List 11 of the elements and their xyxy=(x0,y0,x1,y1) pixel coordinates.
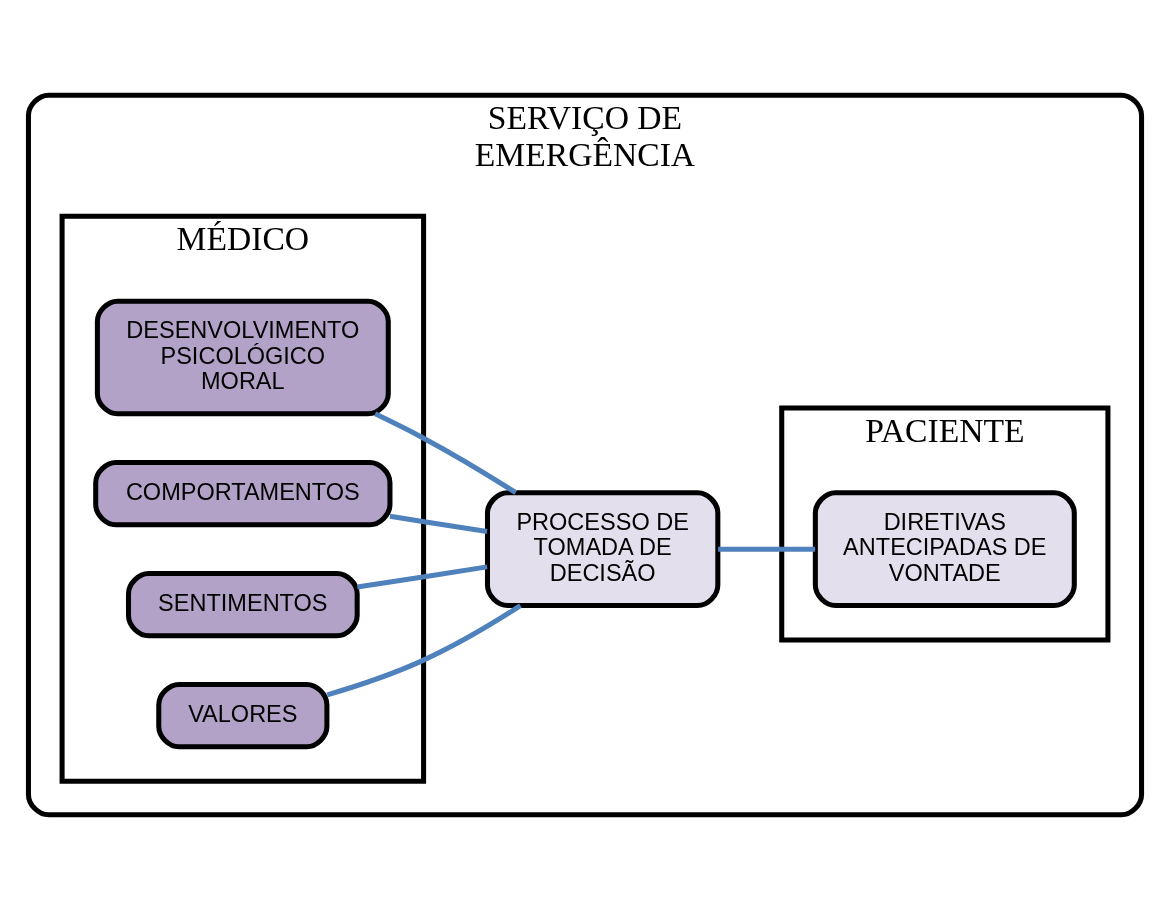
node-box: DIRETIVAS ANTECIPADAS DE VONTADE xyxy=(812,490,1077,608)
node-box: PROCESSO DE TOMADA DE DECISÃO xyxy=(484,490,721,608)
node-box: SENTIMENTOS xyxy=(126,571,360,639)
node-box: COMPORTAMENTOS xyxy=(93,460,393,528)
connector xyxy=(718,546,816,552)
connector xyxy=(374,411,518,495)
node-box: VALORES xyxy=(156,682,330,750)
connector xyxy=(326,603,522,698)
connector xyxy=(389,513,488,534)
connector xyxy=(356,564,488,590)
node-box: DESENVOLVIMENTO PSICOLÓGICO MORAL xyxy=(94,298,391,417)
